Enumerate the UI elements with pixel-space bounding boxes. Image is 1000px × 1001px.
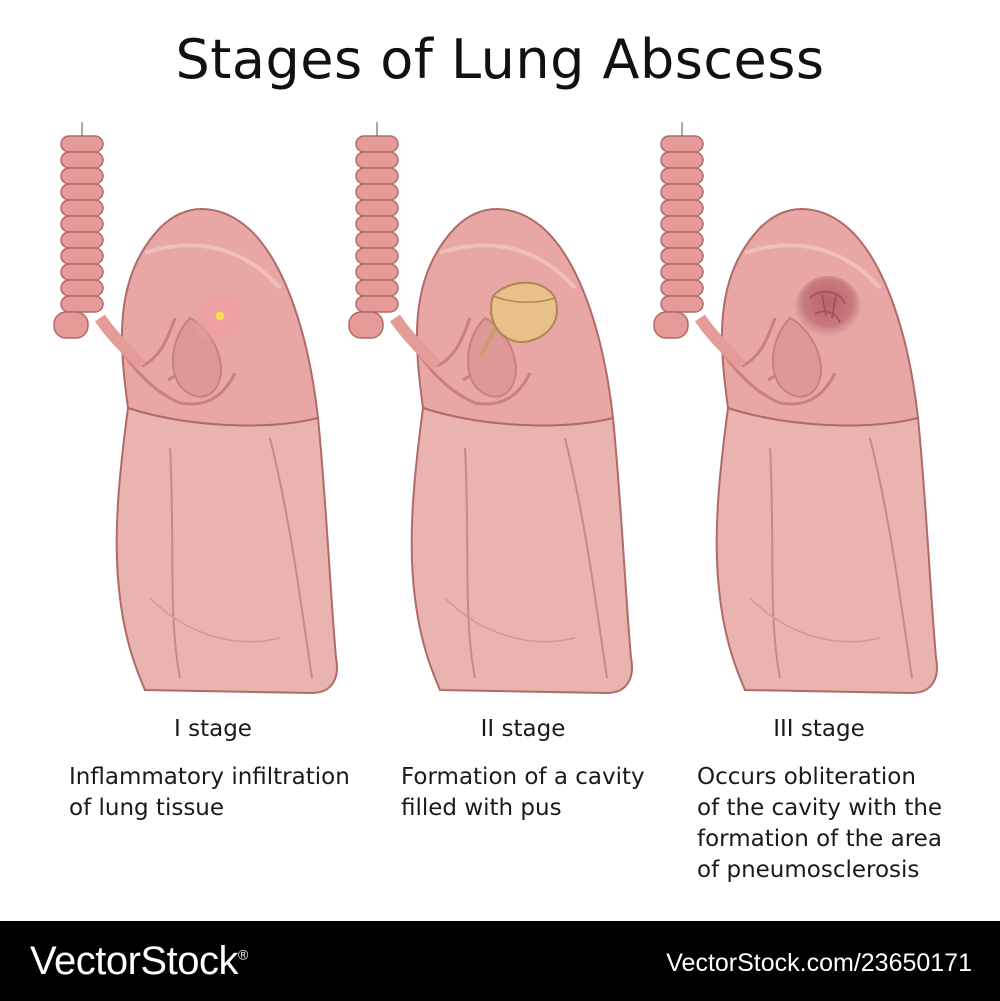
- stage-description-2: Formation of a cavity filled with pus: [401, 762, 701, 824]
- stage-label-3: III stage: [773, 716, 865, 742]
- description-line: of pneumosclerosis: [697, 857, 920, 883]
- brand-name: VectorStock: [30, 939, 238, 983]
- diagram-title: Stages of Lung Abscess: [175, 28, 825, 91]
- stage-description-3: Occurs obliteration of the cavity with t…: [697, 762, 997, 886]
- vectorstock-logo: VectorStock®: [30, 939, 248, 984]
- description-line: formation of the area: [697, 826, 942, 852]
- inflammatory-infiltrate-lesion: [190, 286, 250, 346]
- description-line: Formation of a cavity: [401, 764, 645, 790]
- stage-label-1: I stage: [174, 716, 252, 742]
- stage-description-1: Inflammatory infiltration of lung tissue: [69, 762, 369, 824]
- registered-mark: ®: [237, 946, 248, 963]
- image-id-text: VectorStock.com/23650171: [666, 949, 972, 977]
- description-line: of the cavity with the: [697, 795, 943, 821]
- description-line: filled with pus: [401, 795, 562, 821]
- description-line: Occurs obliteration: [697, 764, 916, 790]
- pus-cavity-lesion: [479, 281, 558, 357]
- stage-label-2: II stage: [480, 716, 566, 742]
- watermark-footer: VectorStock® VectorStock.com/23650171: [0, 921, 1000, 1001]
- description-line: Inflammatory infiltration: [69, 764, 350, 790]
- description-line: of lung tissue: [69, 795, 225, 821]
- pneumosclerosis-area-lesion: [796, 276, 860, 336]
